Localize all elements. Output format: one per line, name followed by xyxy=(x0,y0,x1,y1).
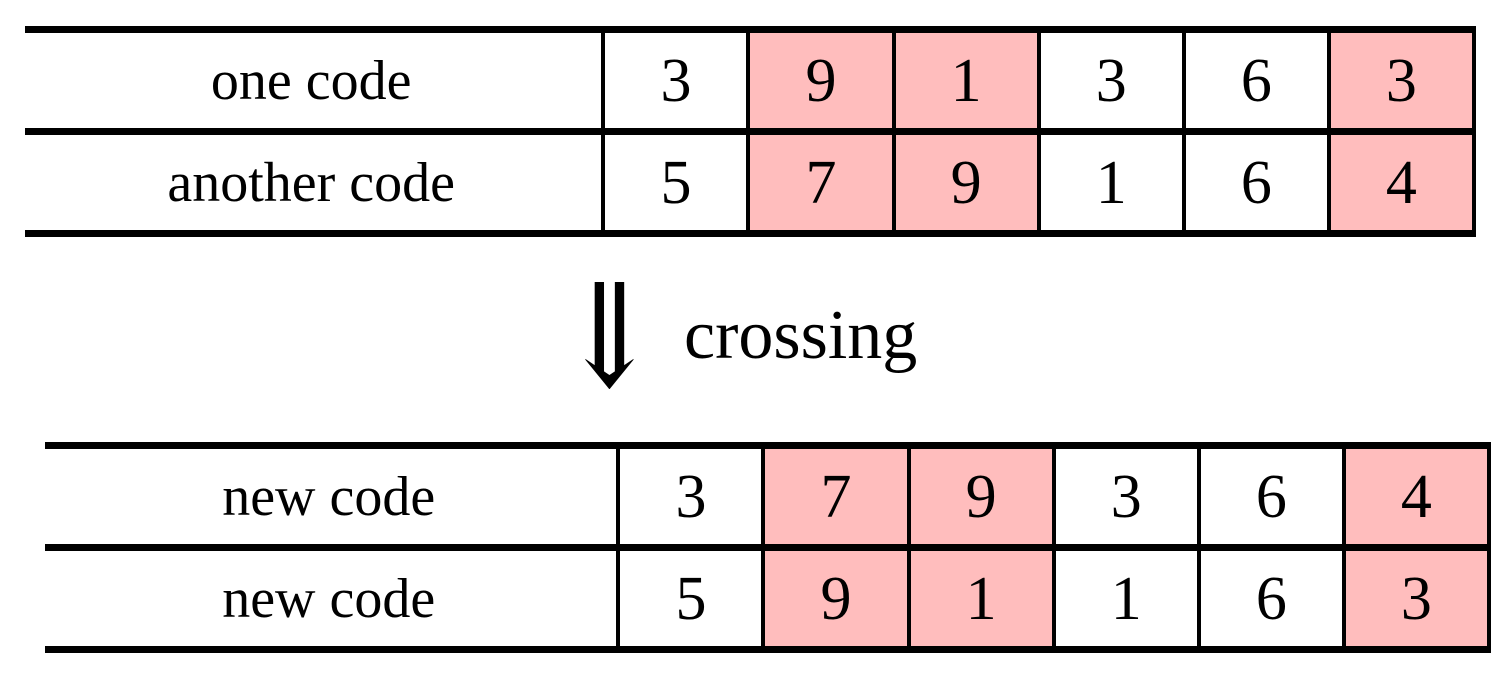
cell-c0-5: 4 xyxy=(1341,442,1492,548)
double-down-arrow-icon: ⇓ xyxy=(560,258,659,418)
cell-c0-3: 3 xyxy=(1051,442,1199,548)
cell-c1-2: 1 xyxy=(906,544,1054,653)
cell-c0-1: 7 xyxy=(761,442,909,548)
cell-p1-5: 4 xyxy=(1326,128,1477,237)
cell-c0-0: 3 xyxy=(616,442,764,548)
table-row: new code 5 9 1 1 6 3 xyxy=(45,544,1492,653)
cell-p1-4: 6 xyxy=(1181,128,1329,237)
cell-p1-0: 5 xyxy=(601,128,749,237)
cell-c0-4: 6 xyxy=(1196,442,1344,548)
cell-p1-3: 1 xyxy=(1036,128,1184,237)
cell-c1-0: 5 xyxy=(616,544,764,653)
cell-p1-1: 7 xyxy=(746,128,894,237)
cell-p1-2: 9 xyxy=(891,128,1039,237)
cell-p0-3: 3 xyxy=(1036,26,1184,132)
cell-c1-4: 6 xyxy=(1196,544,1344,653)
row-label-new-code-2: new code xyxy=(45,544,619,653)
table-row: one code 3 9 1 3 6 3 xyxy=(25,26,1477,132)
row-label-one-code: one code xyxy=(25,26,604,132)
crossing-label: crossing xyxy=(684,297,918,374)
cell-p0-4: 6 xyxy=(1181,26,1329,132)
row-label-another-code: another code xyxy=(25,128,604,237)
crossing-annotation: ⇓ crossing xyxy=(560,258,1080,410)
cell-p0-5: 3 xyxy=(1326,26,1477,132)
cell-c1-3: 1 xyxy=(1051,544,1199,653)
cell-p0-1: 9 xyxy=(746,26,894,132)
parents-table: one code 3 9 1 3 6 3 another code 5 7 9 … xyxy=(25,26,1477,237)
table-row: new code 3 7 9 3 6 4 xyxy=(45,442,1492,548)
cell-p0-2: 1 xyxy=(891,26,1039,132)
cell-c1-1: 9 xyxy=(761,544,909,653)
cell-c1-5: 3 xyxy=(1341,544,1492,653)
cell-c0-2: 9 xyxy=(906,442,1054,548)
table-row: another code 5 7 9 1 6 4 xyxy=(25,128,1477,237)
cell-p0-0: 3 xyxy=(601,26,749,132)
children-table: new code 3 7 9 3 6 4 new code 5 9 1 1 6 … xyxy=(45,442,1492,653)
row-label-new-code-1: new code xyxy=(45,442,619,548)
